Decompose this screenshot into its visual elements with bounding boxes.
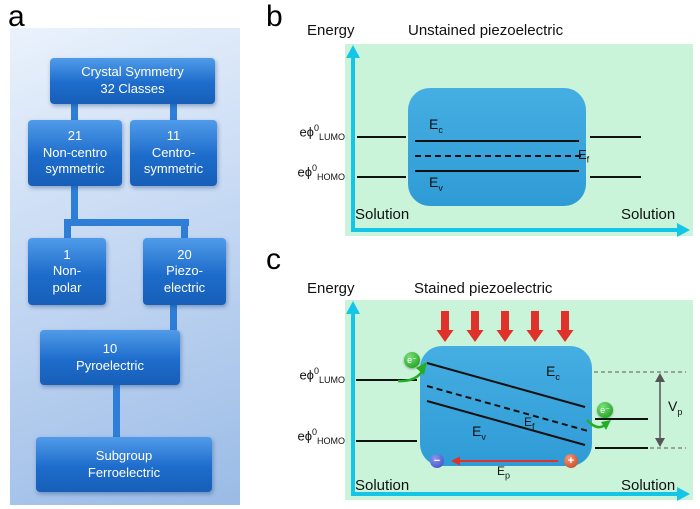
flow-connector	[170, 305, 177, 330]
flow-box-line: symmetric	[143, 161, 204, 177]
positive-charge-icon: +	[564, 454, 578, 468]
flow-connector	[71, 104, 78, 121]
panel-b-ev-label: Ev	[429, 174, 443, 193]
flow-box-line: Centro-	[151, 144, 196, 160]
panel-c-solution-right: Solution	[621, 477, 676, 494]
panel-c-letter: c	[266, 243, 281, 276]
panel-c-homo-label: eϕ0HOMO	[283, 427, 345, 446]
ev-sub: v	[438, 182, 443, 193]
ev-base: E	[472, 423, 482, 439]
panel-b-ec-label: Ec	[429, 116, 443, 135]
lumo-base: eϕ	[299, 367, 314, 383]
flow-box-line: 20	[177, 246, 192, 262]
homo-sub: HOMO	[317, 435, 345, 446]
panel-c-solution-left: Solution	[355, 477, 410, 494]
flow-box-non-polar: 1 Non- polar	[28, 238, 106, 305]
ec-sub: c	[438, 124, 443, 135]
flow-connector	[170, 104, 177, 121]
panel-a-flowchart: Crystal Symmetry 32 Classes 21 Non-centr…	[10, 28, 240, 505]
ev-base: E	[429, 174, 439, 190]
flow-box-crystal-symmetry: Crystal Symmetry 32 Classes	[50, 58, 215, 104]
flow-box-line: Non-centro	[42, 144, 108, 160]
ec-base: E	[429, 116, 439, 132]
flow-box-line: Pyroelectric	[76, 357, 144, 373]
flow-box-line: Piezo-	[166, 263, 203, 279]
ep-sub: p	[505, 470, 511, 481]
flow-box-line: Crystal Symmetry	[81, 64, 184, 80]
panel-b-piezoelectric-box	[408, 88, 586, 206]
ep-base: E	[497, 464, 506, 478]
flow-box-line: 1	[63, 246, 71, 262]
flow-box-line: electric	[163, 279, 206, 295]
negative-charge-icon: −	[430, 454, 444, 468]
panel-c-ev-label: Ev	[472, 423, 486, 442]
ec-base: E	[546, 363, 556, 379]
flow-box-line: 11	[166, 128, 181, 144]
panel-c-title: Stained piezoelectric	[414, 280, 553, 297]
flow-box-non-centrosymmetric: 21 Non-centro symmetric	[28, 120, 122, 186]
homo-base: eϕ	[297, 164, 312, 180]
flow-box-line: Non-	[52, 263, 82, 279]
ef-base: E	[524, 415, 533, 429]
flow-box-line: polar	[52, 279, 82, 295]
flow-connector	[113, 385, 120, 437]
vp-base: V	[668, 398, 678, 414]
panel-b-letter: b	[266, 0, 283, 33]
panel-b-lumo-label: eϕ0LUMO	[283, 123, 345, 142]
lumo-base: eϕ	[299, 124, 314, 140]
homo-sub: HOMO	[317, 171, 345, 182]
lumo-sup: 0	[313, 123, 319, 133]
flow-box-line: 10	[102, 340, 118, 356]
flow-box-line: Ferroelectric	[87, 464, 161, 480]
flow-box-line: 21	[67, 128, 83, 144]
lumo-sub: LUMO	[318, 131, 345, 142]
flow-connector	[64, 219, 71, 238]
flow-box-line: Subgroup	[95, 447, 153, 463]
flow-connector	[64, 219, 189, 226]
flow-box-line: symmetric	[45, 161, 105, 177]
homo-base: eϕ	[297, 428, 312, 444]
electron-left-icon: e⁻	[404, 352, 420, 368]
panel-c-ep-label: Ep	[497, 464, 510, 480]
panel-b-energy-label: Energy	[307, 22, 355, 39]
ec-sub: c	[555, 371, 560, 382]
homo-sup: 0	[311, 163, 317, 173]
panel-c-ef-label: Ef	[524, 415, 535, 431]
panel-c-energy-label: Energy	[307, 280, 355, 297]
panel-c-piezoelectric-box	[420, 346, 592, 466]
panel-b-solution-left: Solution	[355, 206, 410, 223]
ef-sub: f	[532, 421, 535, 432]
flow-box-ferroelectric: Subgroup Ferroelectric	[36, 437, 212, 492]
panel-a-letter: a	[8, 0, 25, 33]
panel-b-solution-right: Solution	[621, 206, 676, 223]
ef-sub: f	[586, 154, 590, 165]
panel-b-ef-label: Ef	[578, 147, 589, 165]
electron-right-icon: e⁻	[597, 402, 613, 418]
flow-connector	[181, 219, 188, 238]
flow-box-line: 32 Classes	[100, 81, 165, 96]
panel-c-lumo-label: eϕ0LUMO	[283, 366, 345, 385]
panel-c-vp-label: Vp	[668, 398, 682, 417]
ef-base: E	[578, 147, 587, 162]
flow-connector	[71, 186, 78, 226]
homo-sup: 0	[311, 427, 317, 437]
lumo-sub: LUMO	[318, 374, 345, 385]
vp-sub: p	[677, 406, 683, 417]
flow-box-centrosymmetric: 11 Centro- symmetric	[130, 120, 217, 186]
flow-box-pyroelectric: 10 Pyroelectric	[40, 330, 180, 385]
flow-box-piezoelectric: 20 Piezo- electric	[143, 238, 226, 305]
lumo-sup: 0	[313, 366, 319, 376]
panel-b-title: Unstained piezoelectric	[408, 22, 564, 39]
ev-sub: v	[481, 431, 486, 442]
panel-c-ec-label: Ec	[546, 363, 560, 382]
panel-b-homo-label: eϕ0HOMO	[283, 163, 345, 182]
